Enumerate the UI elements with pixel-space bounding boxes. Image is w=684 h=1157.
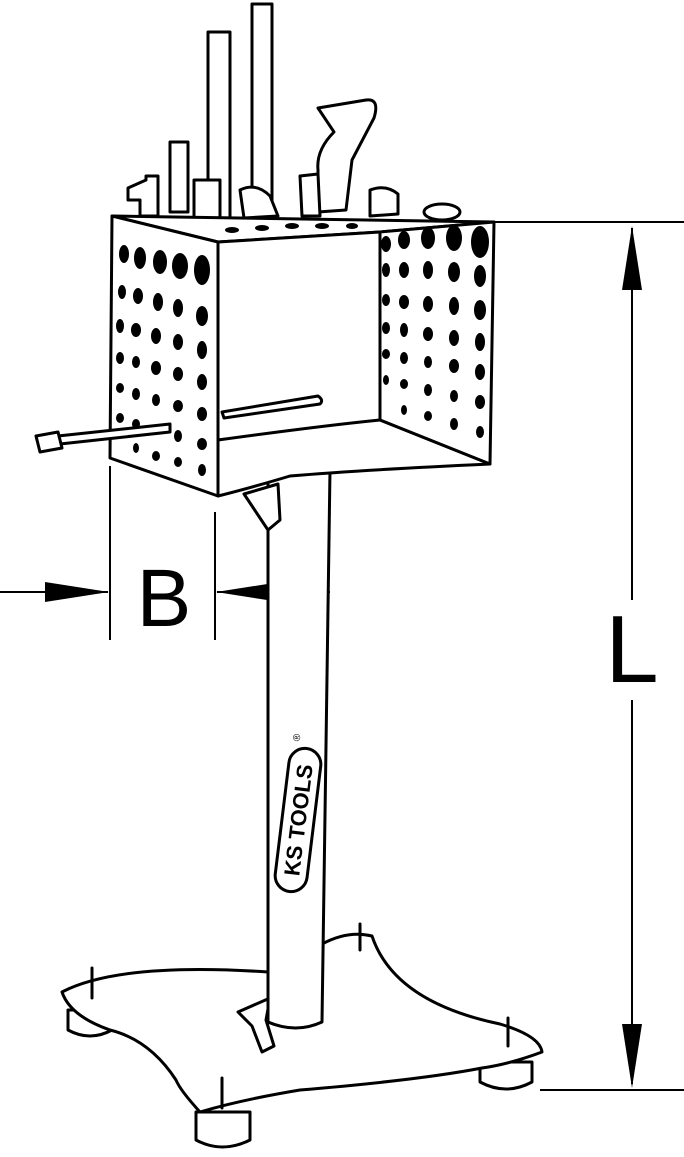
base-foot-right	[478, 1060, 534, 1091]
stand-base	[60, 922, 544, 1149]
tool-elbow-fitting	[238, 185, 280, 220]
tool-box-right-panel	[378, 220, 496, 466]
tool-angled-adapter	[316, 98, 378, 214]
right-panel-holes	[381, 225, 489, 438]
tool-small-cup	[298, 172, 322, 218]
dimension-b-label: B	[137, 553, 192, 644]
tool-tall-rod-right	[250, 2, 274, 218]
tool-round-cap	[422, 202, 462, 222]
tool-nozzle-right	[368, 186, 400, 218]
dimension-b-right-arrow	[216, 582, 280, 602]
dimension-l: L	[490, 221, 684, 1091]
tool-box	[108, 214, 496, 498]
tool-short-tube	[168, 140, 190, 214]
tool-tee-fitting	[126, 174, 160, 218]
tool-box-inner-floor	[216, 418, 492, 498]
extension-bar	[34, 394, 324, 454]
top-rim-holes	[225, 223, 358, 233]
logo-badge	[273, 746, 323, 894]
logo-registered-mark: ®	[292, 733, 304, 742]
dimension-b: B	[0, 466, 330, 644]
extension-bar-tip	[34, 430, 64, 454]
dimension-l-top-arrow	[622, 226, 642, 290]
tool-square-block	[192, 178, 222, 222]
column-bracket	[242, 482, 282, 532]
stored-tools	[126, 2, 462, 222]
dimension-b-left-arrow	[45, 582, 109, 602]
extension-bar-inside	[220, 394, 324, 420]
dimension-l-label: L	[605, 596, 658, 703]
stand-column: KS TOOLS ®	[242, 468, 332, 1030]
dimension-l-bottom-arrow	[622, 1024, 642, 1088]
base-foot-front	[194, 1110, 252, 1149]
